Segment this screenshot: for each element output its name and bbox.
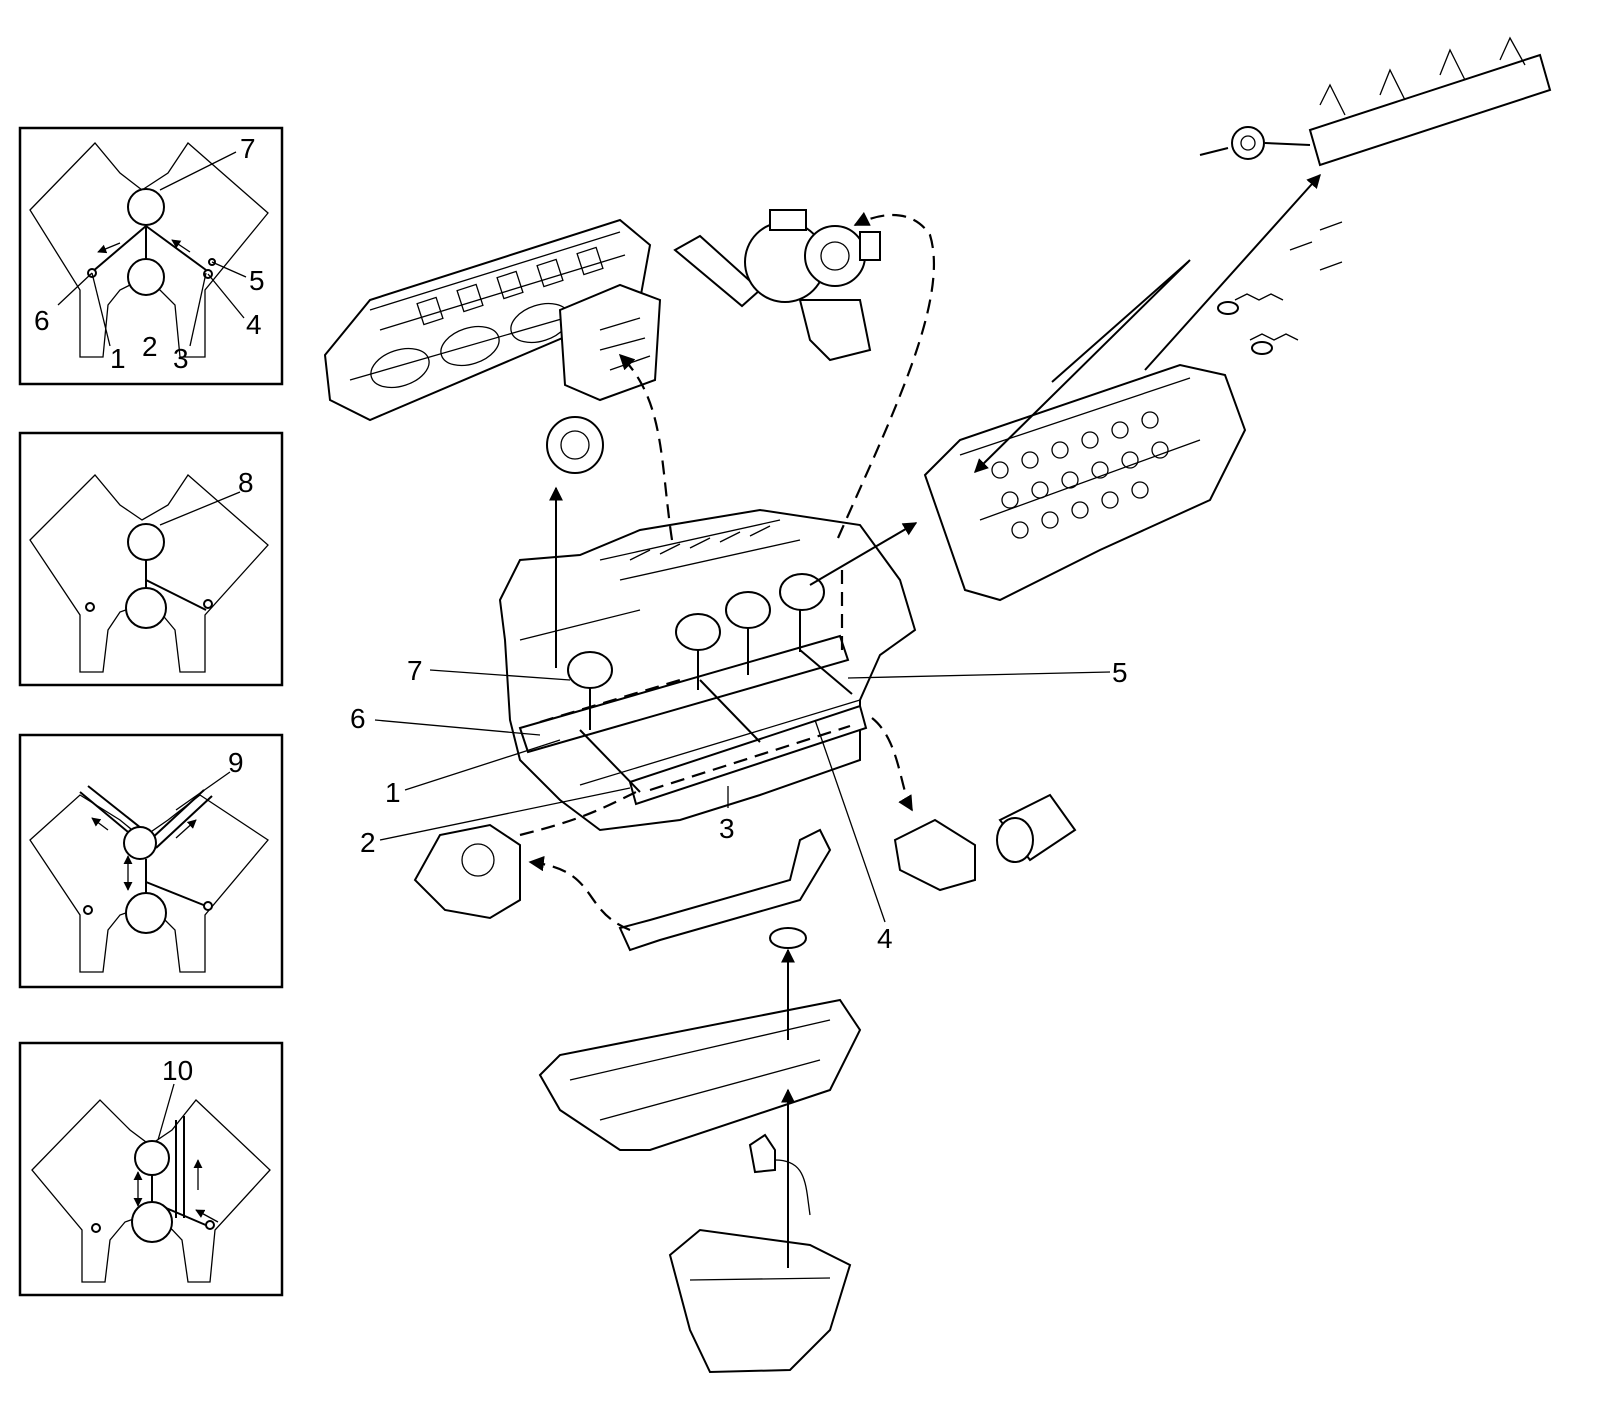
callout-1: 1 <box>385 777 401 808</box>
flow-arrows <box>519 173 1321 1268</box>
panel-1-label-7: 7 <box>240 133 256 164</box>
panel-2-label-8: 8 <box>238 467 254 498</box>
oil-filter <box>893 793 1077 892</box>
callout-7: 7 <box>407 655 423 686</box>
panel-1-label-1: 1 <box>110 343 126 374</box>
callout-leaders <box>374 669 1111 923</box>
panel-1-label-4: 4 <box>246 309 262 340</box>
detail-panel-2: 8 <box>18 431 284 687</box>
oil-level-sensor <box>748 1133 811 1216</box>
panel-1-label-2: 2 <box>142 331 158 362</box>
panel-1-label-5: 5 <box>249 265 265 296</box>
callout-2: 2 <box>360 827 376 858</box>
panel-1-label-6: 6 <box>34 305 50 336</box>
right-cylinder-head <box>923 363 1247 602</box>
detail-panel-4: 10 <box>18 1041 284 1297</box>
detail-panel-3: 9 <box>18 733 284 989</box>
oil-pickup-tube <box>618 828 832 952</box>
rocker-arm-assembly <box>1199 36 1552 167</box>
oil-galleries <box>518 610 868 806</box>
turbocharger <box>673 209 881 362</box>
oil-pump <box>413 823 521 920</box>
callout-3: 3 <box>719 813 735 844</box>
panel-3-label-9: 9 <box>228 747 244 778</box>
detail-panel-1: 7 5 6 4 1 2 3 <box>18 126 284 386</box>
push-rod <box>1051 261 1189 383</box>
panel-1-label-3: 3 <box>173 343 189 374</box>
fuel-pump <box>546 283 662 474</box>
camshaft-bearings <box>567 573 825 689</box>
upper-oil-pan <box>538 998 862 1151</box>
engine-block <box>498 508 917 832</box>
lower-oil-pan <box>668 1228 852 1374</box>
callout-4: 4 <box>877 923 893 954</box>
valve-springs <box>1217 221 1343 355</box>
panel-4-label-10: 10 <box>162 1055 193 1086</box>
callout-6: 6 <box>350 703 366 734</box>
callout-5: 5 <box>1112 657 1128 688</box>
